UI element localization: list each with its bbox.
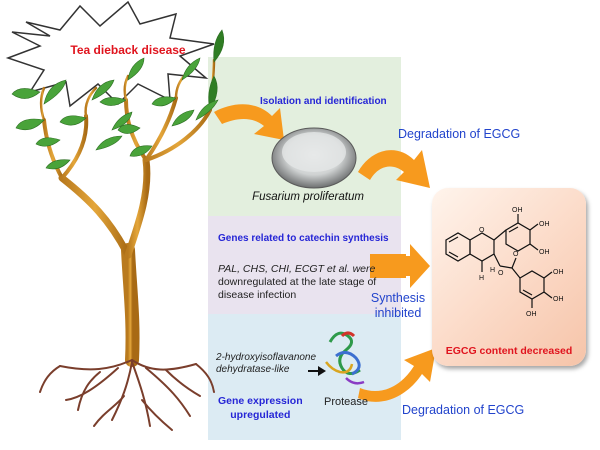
gene-name-line-1: 2-hydroxyisoflavanone (216, 352, 317, 363)
oh-right-2: OH (539, 249, 550, 256)
protease-label: Protease (324, 396, 369, 408)
synthesis-line-1: Synthesis (370, 291, 426, 305)
genes-line-2: downregulated at the late stage of (218, 276, 377, 288)
panel-genes (208, 216, 401, 314)
h-1: H (479, 275, 484, 282)
result-label: EGCG content decreased (445, 345, 573, 357)
arrow-synthesis (404, 244, 430, 288)
tea-tree (39, 58, 216, 367)
result-box (432, 188, 586, 366)
oh-gallo-3: OH (526, 311, 537, 318)
arrow-degradation-bottom (358, 348, 436, 402)
degradation-label-bottom: Degradation of EGCG (402, 403, 525, 417)
synthesis-line-2: inhibited (374, 306, 422, 320)
gene-name: 2-hydroxyisoflavanone dehydratase-like (216, 352, 316, 376)
expression-line-1: Gene expression (218, 395, 303, 407)
panel-gene-expression (208, 314, 401, 440)
tree-leaves (11, 29, 225, 170)
o-ester: O (498, 270, 504, 277)
h-2: H (490, 267, 495, 274)
oh-right-1: OH (539, 221, 550, 228)
gene-name-line-2: dehydratase-like (216, 364, 290, 375)
isolation-title: Isolation and identification (260, 96, 387, 107)
protein-structure-icon (325, 331, 365, 385)
arrow-degradation-top (358, 150, 430, 188)
degradation-label-top: Degradation of EGCG (398, 127, 521, 141)
o-carbonyl: O (513, 251, 519, 258)
gene-to-protein-arrow (308, 366, 326, 376)
synthesis-inhibited-label: Synthesis inhibited (368, 291, 428, 321)
genes-description: PAL, CHS, CHI, ECGT et al. were downregu… (218, 263, 376, 302)
arrow-synthesis-shaft (370, 254, 406, 278)
arrow-to-isolation (214, 104, 284, 140)
expression-line-2: upregulated (230, 409, 291, 421)
expression-label: Gene expression upregulated (218, 394, 303, 422)
o-ring: O (479, 227, 485, 234)
genes-line-3: disease infection (218, 289, 297, 301)
oh-top: OH (512, 207, 523, 214)
organism-name: Fusarium proliferatum (252, 191, 364, 203)
oh-gallo-1: OH (553, 269, 564, 276)
genes-title: Genes related to catechin synthesis (218, 233, 389, 244)
disease-label: Tea dieback disease (70, 43, 186, 57)
oh-gallo-2: OH (553, 296, 564, 303)
genes-line-1: PAL, CHS, CHI, ECGT et al. were (218, 263, 376, 275)
tree-roots (39, 359, 215, 431)
